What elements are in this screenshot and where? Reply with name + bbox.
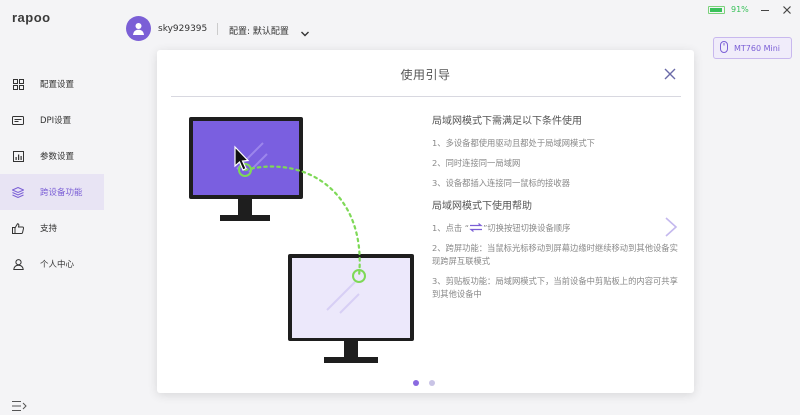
- connector-path: [243, 165, 361, 278]
- device-selector-button[interactable]: MT760 Mini: [713, 37, 792, 59]
- guide-modal: 使用引导 局域网模式下需满足以下条件使用 1、: [157, 50, 694, 393]
- modal-title: 使用引导: [400, 68, 451, 82]
- config-selector[interactable]: 配置: 默认配置: [229, 27, 289, 37]
- device-name: MT760 Mini: [734, 43, 781, 53]
- pagination-dots: [413, 380, 435, 386]
- sidebar-item-dpi[interactable]: DPI设置: [0, 102, 104, 138]
- pagination-dot-1[interactable]: [413, 380, 419, 386]
- header-divider: [217, 23, 218, 35]
- close-icon[interactable]: [663, 66, 677, 80]
- guide-item: 1、点击 “ ”切换按钮切换设备顺序: [432, 222, 682, 235]
- connector-start-dot: [238, 163, 252, 177]
- window-close-button[interactable]: [780, 3, 794, 17]
- sidebar-item-label: 配置设置: [40, 80, 75, 90]
- modal-divider: [171, 96, 681, 97]
- sidebar-item-config[interactable]: 配置设置: [0, 66, 104, 102]
- guide-text: 局域网模式下需满足以下条件使用 1、多设备都使用驱动且都处于局域网模式下 2、同…: [432, 112, 682, 308]
- sidebar-item-support[interactable]: 支持: [0, 210, 104, 246]
- thumbs-up-icon: [12, 222, 24, 234]
- sidebar-item-params[interactable]: 参数设置: [0, 138, 104, 174]
- guide-item: 1、多设备都使用驱动且都处于局域网模式下: [432, 138, 595, 148]
- user-icon: [12, 258, 24, 270]
- guide-item: 2、跨屏功能：当鼠标光标移动到屏幕边缘时继续移动到其他设备实现跨屏互联模式: [432, 243, 678, 266]
- monitor-2-image: [288, 254, 414, 363]
- mouse-icon: [720, 41, 728, 55]
- guide-item: 3、剪贴板功能：局域网模式下，当前设备中剪贴板上的内容可共享到其他设备中: [432, 276, 678, 299]
- lan-mode-illustration: [189, 117, 414, 363]
- layers-icon: [12, 186, 24, 198]
- cursor-icon: [234, 145, 250, 171]
- guide-item: 3、设备都插入连接同一鼠标的接收器: [432, 178, 571, 188]
- sidebar-item-label: DPI设置: [40, 116, 72, 126]
- chart-icon: [12, 150, 24, 162]
- guide-item: 2、同时连接同一局域网: [432, 158, 521, 168]
- app-logo: rapoo: [12, 10, 51, 25]
- sidebar-item-label: 支持: [40, 224, 58, 234]
- sidebar-item-label: 个人中心: [40, 260, 75, 270]
- avatar[interactable]: [126, 16, 151, 41]
- next-page-icon[interactable]: [663, 216, 679, 238]
- pagination-dot-2[interactable]: [429, 380, 435, 386]
- sidebar-item-profile[interactable]: 个人中心: [0, 246, 104, 282]
- section-title: 局域网模式下使用帮助: [432, 201, 532, 212]
- guide-item-prefix: 1、点击 “: [432, 223, 470, 233]
- sidebar-item-label: 参数设置: [40, 152, 75, 162]
- swap-arrows-icon: [469, 223, 483, 233]
- connector-end-dot: [352, 269, 366, 283]
- minimize-button[interactable]: [758, 3, 772, 17]
- sidebar-item-label: 跨设备功能: [40, 188, 83, 198]
- sidebar: rapoo 配置设置 DPI设置 参数设置 跨设备功能: [0, 0, 104, 415]
- grid-icon: [12, 78, 24, 90]
- chevron-down-icon[interactable]: [300, 24, 310, 37]
- dpi-icon: [12, 114, 24, 126]
- battery-level: 91%: [731, 5, 749, 14]
- sidebar-item-cross-device[interactable]: 跨设备功能: [0, 174, 104, 210]
- section-title: 局域网模式下需满足以下条件使用: [432, 116, 582, 127]
- battery-icon: [708, 6, 725, 14]
- sidebar-nav: 配置设置 DPI设置 参数设置 跨设备功能 支持: [0, 66, 104, 282]
- collapse-sidebar-icon[interactable]: [12, 397, 28, 411]
- guide-item-suffix: ”切换按钮切换设备顺序: [483, 223, 571, 233]
- username: sky929395: [158, 24, 208, 34]
